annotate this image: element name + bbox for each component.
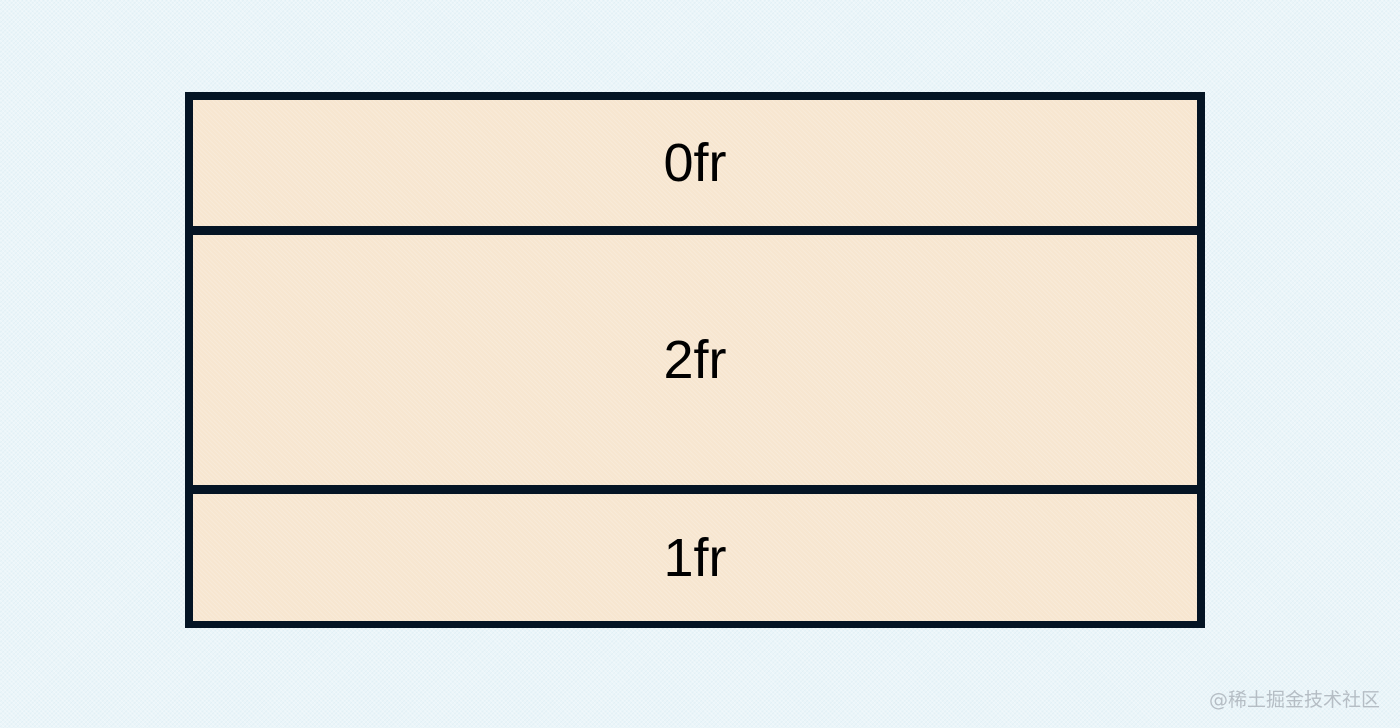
grid-row-2fr: 2fr <box>193 235 1197 485</box>
row-label: 0fr <box>663 133 727 193</box>
grid-container: 0fr 2fr 1fr <box>185 92 1205 628</box>
grid-row-0fr: 0fr <box>193 100 1197 226</box>
row-label: 1fr <box>663 527 727 588</box>
grid-row-1fr: 1fr <box>193 494 1197 621</box>
watermark: @稀土掘金技术社区 <box>1208 689 1380 711</box>
row-label: 2fr <box>663 330 727 390</box>
